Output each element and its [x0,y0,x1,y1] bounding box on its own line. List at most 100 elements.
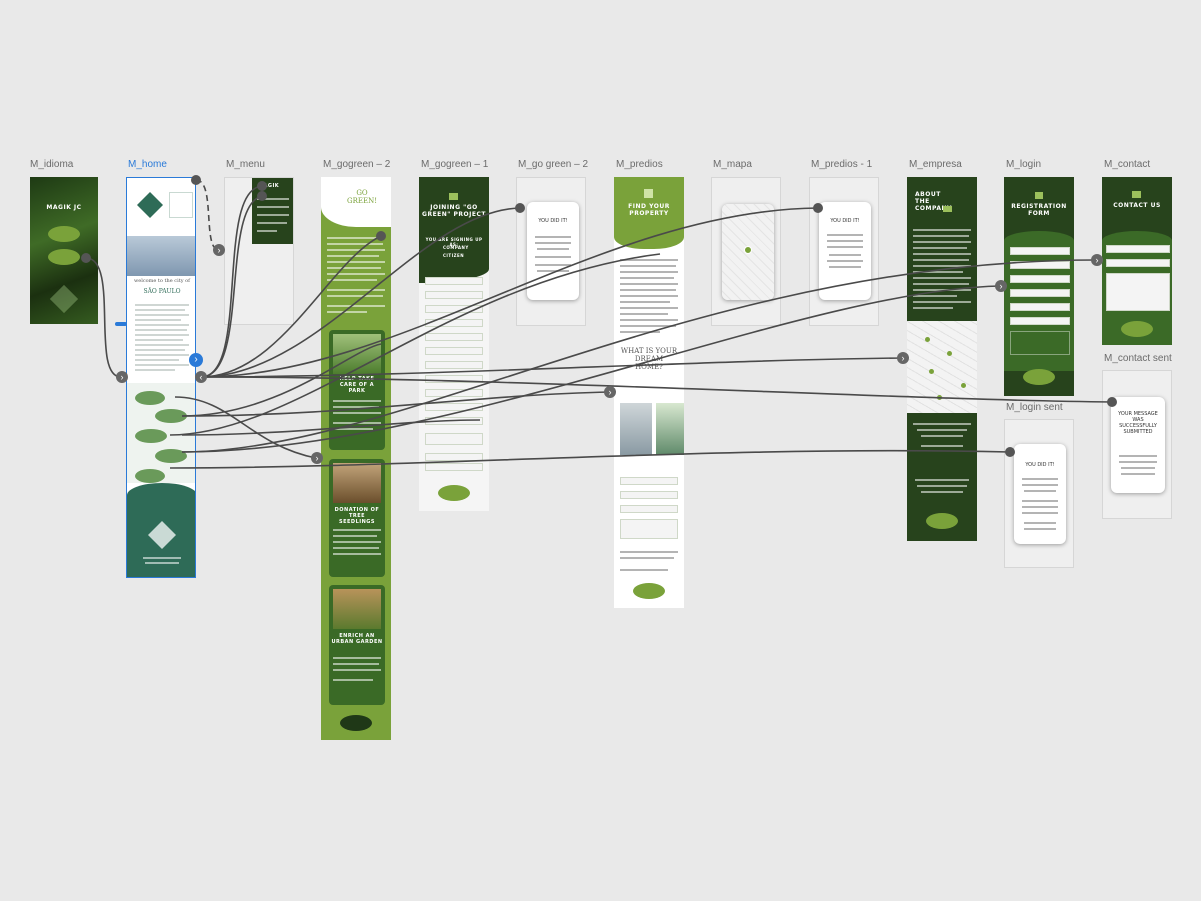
leaf-button-registration[interactable] [155,449,187,463]
form-field[interactable] [425,347,483,355]
leaf-button-find-property[interactable] [155,409,187,423]
connector-handle-icon[interactable] [1107,397,1117,407]
language-leaf-button[interactable] [48,226,80,242]
connector-handle-icon[interactable] [1005,447,1015,457]
language-leaf-button[interactable] [48,249,80,265]
form-field[interactable] [425,277,483,285]
artboard-label-gogreen-2[interactable]: M_gogreen – 2 [323,159,391,170]
leaf-button-submit[interactable] [438,485,470,501]
arrow-handle-icon[interactable]: › [116,371,128,383]
arrow-handle-icon[interactable]: › [311,452,323,464]
card-title: ENRICH AN URBAN GARDEN [331,633,383,645]
artboard-login-sent[interactable]: YOU DID IT! [1004,419,1074,568]
artboard-label-login[interactable]: M_login [1006,159,1042,170]
artboard-gogreen-1[interactable]: JOINING "GO GREEN" PROJECT YOU ARE SIGNI… [419,177,489,511]
leaf-button-about-company[interactable] [135,429,167,443]
home-header [127,178,195,236]
arrow-handle-icon[interactable]: › [604,386,616,398]
skyline-image [127,236,195,276]
artboard-contact[interactable]: CONTACT US [1102,177,1172,345]
leaf-button-send[interactable] [633,583,665,599]
leaf-button-join[interactable] [340,715,372,731]
artboard-label-mapa[interactable]: M_mapa [713,159,752,170]
map-pin-icon [961,383,966,388]
brand-logo: MAGIK JC [46,204,82,211]
artboard-predios-1[interactable]: YOU DID IT! [809,177,879,326]
form-field[interactable] [1010,289,1070,297]
form-textarea[interactable] [620,519,678,539]
artboard-label-home[interactable]: M_home [128,159,167,170]
form-field[interactable] [1106,259,1170,267]
leaf-button-contact[interactable] [135,469,165,483]
artboard-go-green-2[interactable]: YOU DID IT! [516,177,586,326]
connector-handle-icon[interactable] [813,203,823,213]
page-title: JOINING "GO GREEN" PROJECT [422,204,486,218]
form-field[interactable] [425,389,483,397]
map-pin-icon [929,369,934,374]
arrow-handle-icon[interactable]: › [897,352,909,364]
connector-handle-icon[interactable] [81,253,91,263]
artboard-idioma[interactable]: MAGIK JC [30,177,98,324]
form-field[interactable] [1106,245,1170,253]
artboard-label-go-green-2[interactable]: M_go green – 2 [518,159,589,170]
connector-handle-icon[interactable] [191,175,201,185]
menu-logo: MAGIK [258,183,280,189]
card-seedlings[interactable]: DONATION OF TREE SEEDLINGS [329,459,385,577]
artboard-label-predios[interactable]: M_predios [616,159,663,170]
artboard-label-predios-1[interactable]: M_predios - 1 [811,159,873,170]
artboard-label-gogreen-1[interactable]: M_gogreen – 1 [421,159,489,170]
artboard-label-login-sent[interactable]: M_login sent [1006,402,1063,413]
form-field[interactable] [425,375,483,383]
form-field[interactable] [620,505,678,513]
card-urban-garden[interactable]: ENRICH AN URBAN GARDEN [329,585,385,705]
success-modal: YOU DID IT! [819,202,871,300]
form-field[interactable] [1010,303,1070,311]
leaf-button-go-green[interactable] [135,391,165,405]
form-field[interactable] [620,477,678,485]
success-modal: YOUR MESSAGE WAS SUCCESSFULLY SUBMITTED [1111,397,1165,493]
form-textarea[interactable] [425,433,483,445]
resize-handle[interactable] [115,322,127,326]
artboard-label-contact-sent[interactable]: M_contact sent [1104,353,1172,364]
wire [181,343,382,417]
form-field[interactable] [620,491,678,499]
go-green-logo-icon [169,192,193,218]
leaf-button-register[interactable] [926,513,958,529]
artboard-label-idioma[interactable]: M_idioma [30,159,74,170]
connector-handle-icon[interactable] [376,231,386,241]
form-textarea[interactable] [1106,273,1170,311]
artboard-label-contact[interactable]: M_contact [1104,159,1151,170]
form-field[interactable] [1010,247,1070,255]
connector-handle-icon[interactable] [257,181,267,191]
artboard-predios[interactable]: FIND YOUR PROPERTY WHAT IS YOUR DREAM HO… [614,177,684,608]
building-photo[interactable] [656,403,684,455]
arrow-handle-icon[interactable]: › [995,280,1007,292]
artboard-contact-sent[interactable]: YOUR MESSAGE WAS SUCCESSFULLY SUBMITTED [1102,370,1172,519]
map-view[interactable] [722,204,774,300]
arrow-handle-icon[interactable]: ‹ [195,371,207,383]
building-photo[interactable] [620,403,652,455]
form-field[interactable] [425,453,483,461]
arrow-handle-icon[interactable]: › [213,244,225,256]
connector-handle-icon[interactable] [257,191,267,201]
map-pin-icon[interactable] [744,246,752,254]
arrow-handle-icon[interactable]: › [1091,254,1103,266]
option-citizen[interactable]: CITIZEN [443,253,465,258]
artboard-label-empresa[interactable]: M_empresa [909,159,962,170]
form-field[interactable] [1010,317,1070,325]
form-field[interactable] [425,361,483,369]
option-company[interactable]: COMPANY [443,245,469,250]
form-field[interactable] [1010,275,1070,283]
leaf-button-submit[interactable] [1023,369,1055,385]
wire-arrow-icon[interactable]: › [189,353,203,367]
artboard-home[interactable]: welcome to the city of SÃO PAULO [126,177,196,578]
artboard-label-menu[interactable]: M_menu [226,159,265,170]
options-box[interactable] [1010,331,1070,355]
connector-handle-icon[interactable] [515,203,525,213]
form-field[interactable] [425,333,483,341]
form-field[interactable] [425,291,483,299]
wire [200,207,521,378]
leaf-button-send[interactable] [1121,321,1153,337]
form-field[interactable] [425,463,483,471]
artboard-login[interactable]: REGISTRATION FORM [1004,177,1074,396]
